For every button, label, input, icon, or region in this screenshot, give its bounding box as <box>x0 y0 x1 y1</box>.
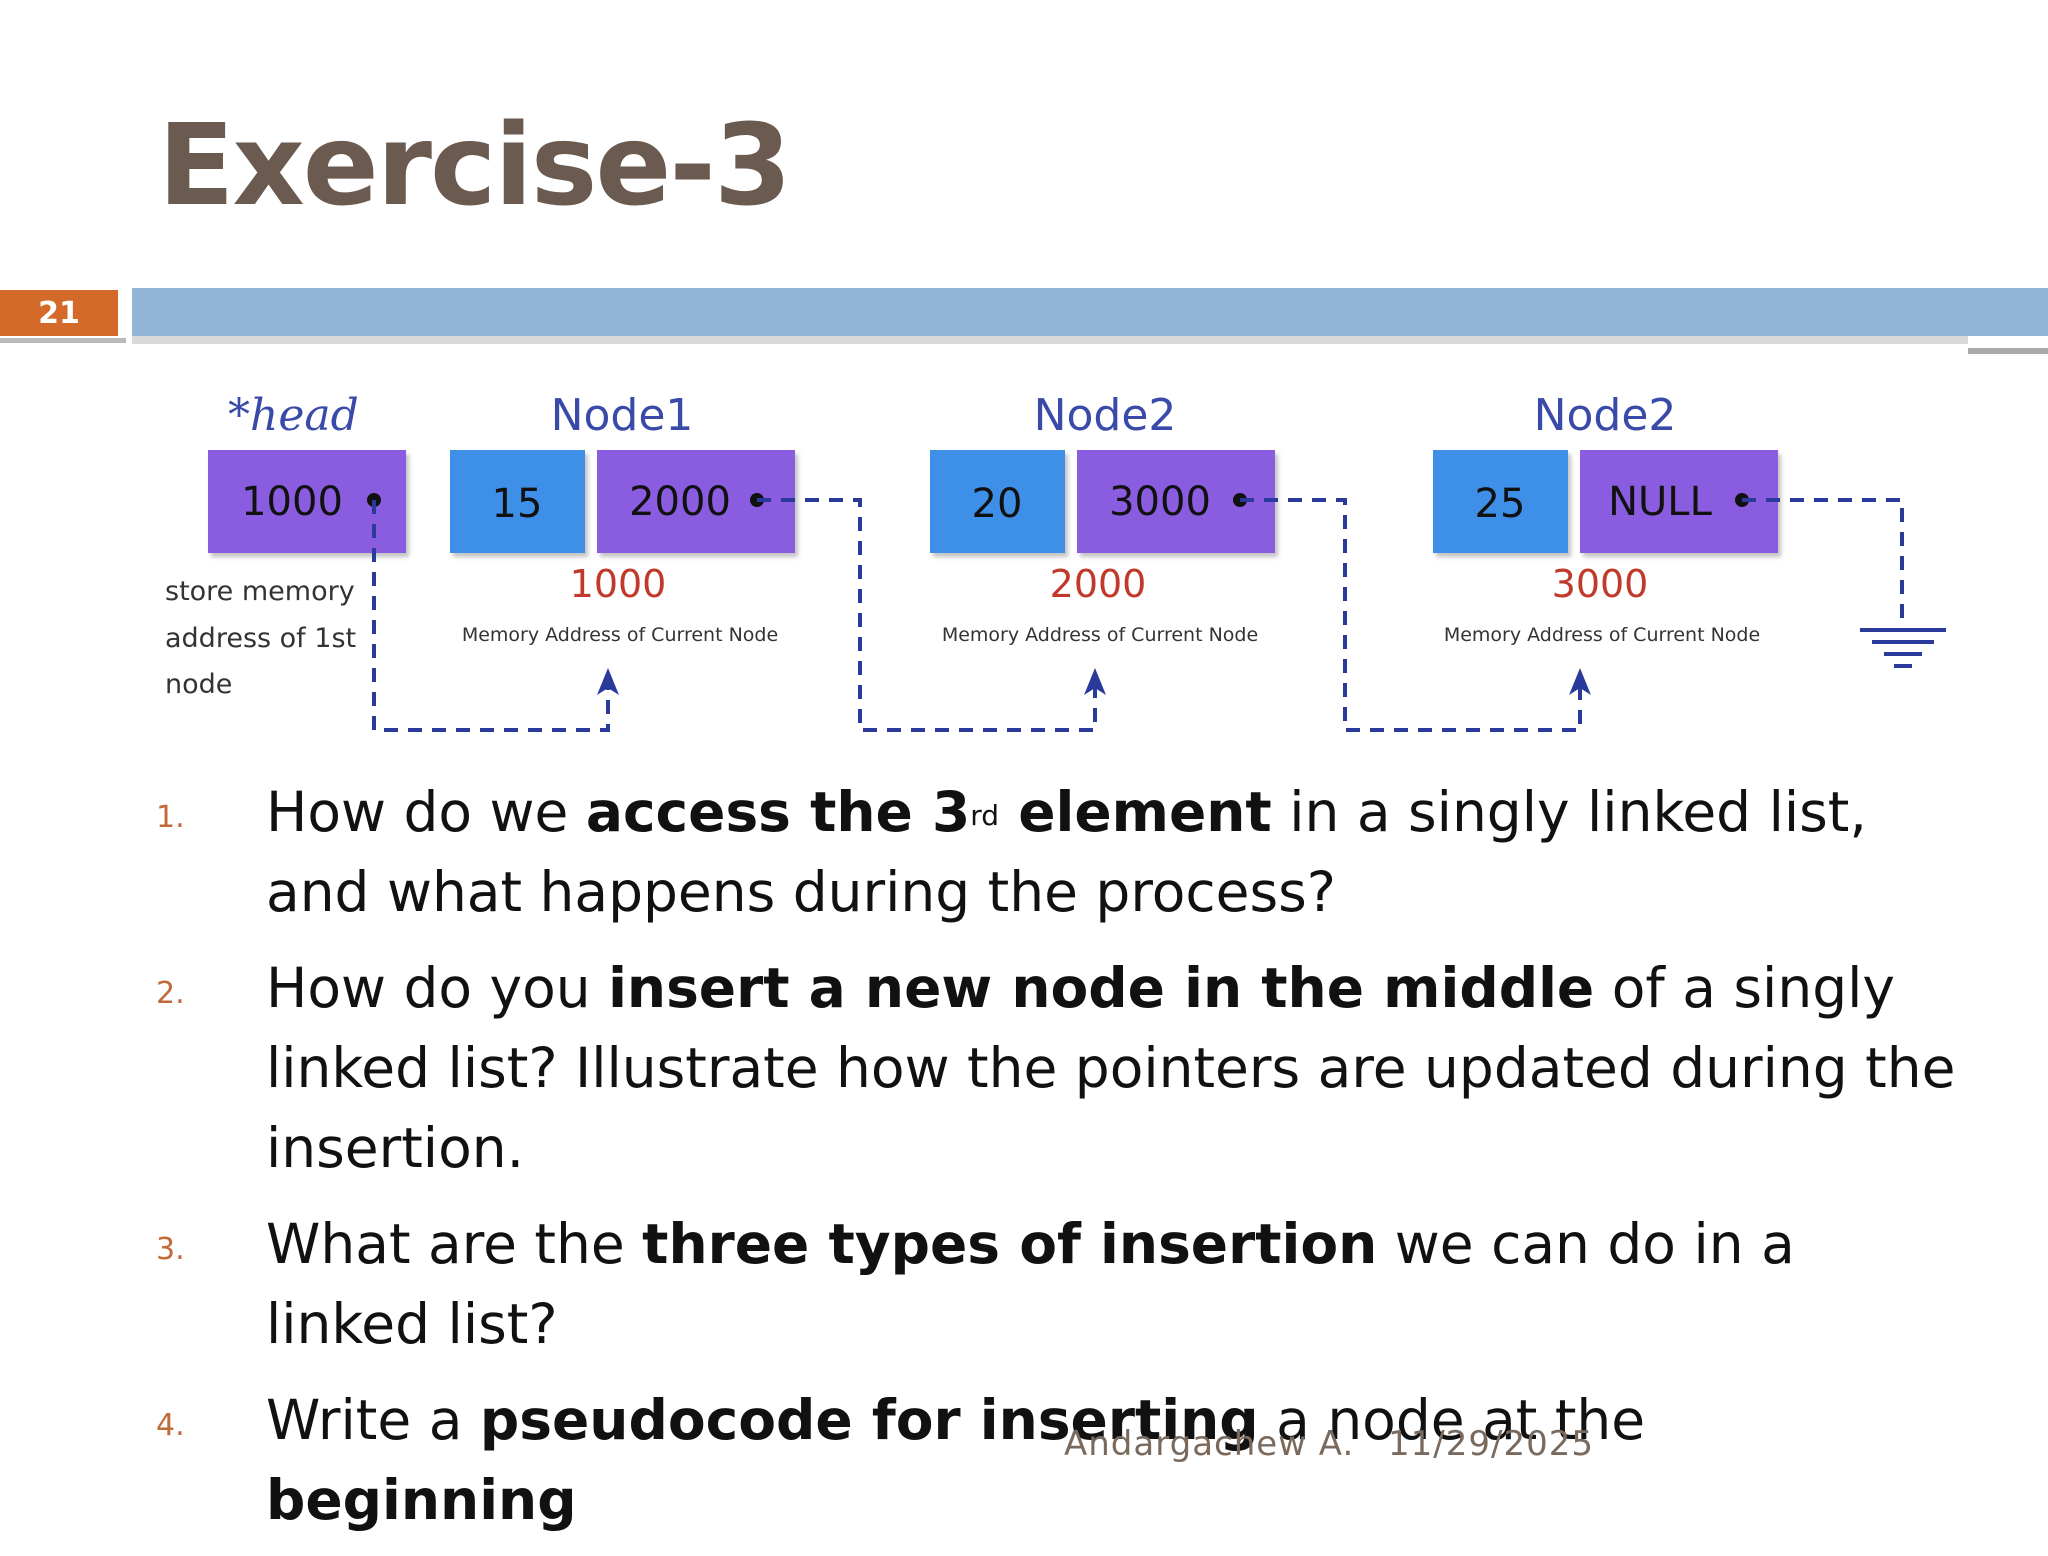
node2-caption: Memory Address of Current Node <box>942 624 1258 646</box>
ground-icon <box>1860 628 1946 668</box>
question-emphasis: element <box>999 780 1272 844</box>
node3-data-box <box>1433 450 1568 553</box>
header-bar-tail <box>1968 348 2048 354</box>
list-number: 3. <box>156 1232 185 1267</box>
node1-link-arrowhead <box>1084 668 1106 695</box>
node1-next: 2000 <box>629 479 731 525</box>
footer-author: Andargachew A. <box>1064 1424 1355 1464</box>
question-text-part: Write a <box>266 1388 480 1452</box>
node2-address: 2000 <box>1050 562 1147 606</box>
node3-link-null <box>1742 498 1904 625</box>
list-number: 4. <box>156 1408 185 1443</box>
head-label: *head <box>228 390 359 441</box>
node2-link-arrowhead <box>1569 668 1591 695</box>
head-link-arrow <box>372 500 610 732</box>
node3-data: 25 <box>1475 481 1526 527</box>
footer-date: 11/29/2025 <box>1388 1424 1594 1464</box>
list-item: 3. What are the three types of insertion… <box>156 1204 1956 1364</box>
node3-caption: Memory Address of Current Node <box>1444 624 1760 646</box>
linked-list-svg: *head 1000 store memory address of 1st n… <box>165 390 1946 732</box>
head-note-line-2: address of 1st <box>165 623 356 654</box>
list-item: 4. Write a pseudocode for inserting a no… <box>156 1380 1956 1540</box>
node1-data-box <box>450 450 585 553</box>
node1-caption: Memory Address of Current Node <box>462 624 778 646</box>
question-text: How do we access the 3rd element in a si… <box>266 780 1867 924</box>
node3-next: NULL <box>1608 479 1712 525</box>
linked-list-diagram: *head 1000 store memory address of 1st n… <box>150 375 1970 755</box>
head-note-line-3: node <box>165 669 232 700</box>
question-text-part: How do we <box>266 780 586 844</box>
node2-data: 20 <box>972 481 1023 527</box>
slide-title: Exercise-3 <box>158 101 792 231</box>
question-text: Write a pseudocode for inserting a node … <box>266 1388 1645 1532</box>
question-emphasis: insert a new node in the middle <box>608 956 1595 1020</box>
question-text-part: a node at the <box>1258 1388 1646 1452</box>
node1-data: 15 <box>492 481 543 527</box>
question-emphasis: access the 3 <box>585 780 971 844</box>
question-text-part: in a singly linked list, and what happen… <box>266 780 1867 924</box>
list-item: 1. How do we access the 3rd element in a… <box>156 772 1956 932</box>
node2-next: 3000 <box>1109 479 1211 525</box>
question-text-part: we can do in a linked list? <box>266 1212 1795 1356</box>
head-note-line-1: store memory <box>165 576 355 607</box>
question-superscript: rd <box>970 799 1000 832</box>
node1-address: 1000 <box>570 562 667 606</box>
question-emphasis: pseudocode for inserting <box>479 1388 1259 1452</box>
node1-link-arrow <box>757 498 1097 732</box>
question-text: What are the three types of insertion we… <box>266 1212 1795 1356</box>
node2-link-arrow <box>1240 498 1582 732</box>
question-text-part: What are the <box>266 1212 643 1276</box>
header-bar <box>132 288 2048 336</box>
list-number: 2. <box>156 976 185 1011</box>
node3-address: 3000 <box>1552 562 1649 606</box>
head-link-arrowhead <box>597 668 619 695</box>
node3-title: Node2 <box>1534 390 1677 441</box>
question-text-part: How do you <box>266 956 609 1020</box>
slide-number-shadow <box>0 338 126 343</box>
question-emphasis: beginning <box>266 1468 577 1532</box>
question-emphasis: three types of insertion <box>642 1212 1378 1276</box>
node2-title: Node2 <box>1034 390 1177 441</box>
node1-title: Node1 <box>551 390 694 441</box>
question-text-part: of a singly linked list? Illustrate how … <box>266 956 1956 1180</box>
question-list: 1. How do we access the 3rd element in a… <box>156 772 1956 1556</box>
question-text: How do you insert a new node in the midd… <box>266 956 1955 1180</box>
header-bar-shadow <box>132 336 1968 344</box>
head-value: 1000 <box>241 479 343 525</box>
node2-data-box <box>930 450 1065 553</box>
slide-number: 21 <box>0 290 118 336</box>
list-item: 2. How do you insert a new node in the m… <box>156 948 1956 1188</box>
list-number: 1. <box>156 800 185 835</box>
